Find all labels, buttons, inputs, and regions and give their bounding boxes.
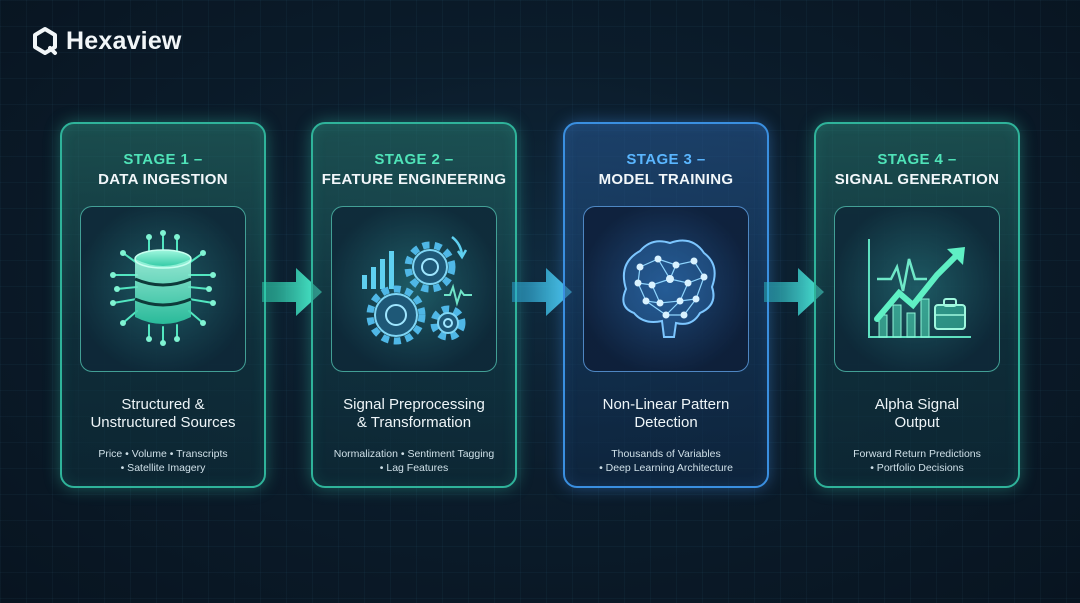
stage-label: STAGE 3 –	[626, 151, 706, 168]
stage-label: STAGE 2 –	[374, 151, 454, 168]
detail-line: Price • Volume • Transcripts	[98, 448, 228, 460]
detail-line: • Portfolio Decisions	[870, 462, 964, 474]
neural-brain-icon	[622, 239, 716, 338]
detail-line: Thousands of Variables	[611, 448, 721, 460]
stage-detail: Normalization • Sentiment Tagging • Lag …	[313, 447, 515, 475]
stage-icon-box	[80, 206, 246, 372]
stage-label: STAGE 4 –	[877, 151, 957, 168]
stage-title: FEATURE ENGINEERING	[321, 171, 507, 188]
hexagon-logo-icon	[33, 27, 57, 55]
detail-line: • Satellite Imagery	[120, 462, 206, 474]
description-line: Alpha Signal	[874, 396, 960, 413]
stage-detail: Thousands of Variables • Deep Learning A…	[565, 447, 767, 475]
stage-detail: Forward Return Predictions • Portfolio D…	[816, 447, 1018, 475]
stage-description: Non-Linear Pattern Detection	[565, 396, 767, 432]
stage-label: STAGE 1 –	[123, 151, 203, 168]
arrow-right-icon	[512, 268, 572, 316]
detail-line: • Deep Learning Architecture	[599, 462, 733, 474]
stage-card-3: STAGE 3 – MODEL TRAINING Non-Linear Patt…	[563, 122, 769, 488]
stage-card-1: STAGE 1 – DATA INGESTION	[60, 122, 266, 488]
description-line: Unstructured Sources	[90, 414, 236, 431]
detail-line: Normalization • Sentiment Tagging	[333, 448, 495, 460]
detail-line: Forward Return Predictions	[853, 448, 981, 460]
stage-description: Signal Preprocessing & Transformation	[313, 396, 515, 432]
database-icon	[110, 230, 216, 346]
brand: Hexaview	[30, 26, 182, 56]
brand-name: Hexaview	[66, 26, 182, 55]
stage-detail: Price • Volume • Transcripts • Satellite…	[62, 447, 264, 475]
stage-title: DATA INGESTION	[98, 171, 228, 188]
stage-icon-box	[583, 206, 749, 372]
stage-icon-box	[834, 206, 1000, 372]
description-line: Signal Preprocessing	[343, 396, 485, 413]
description-line: Output	[894, 414, 940, 431]
arrow-right-icon	[262, 268, 322, 316]
stage-icon-box	[331, 206, 497, 372]
description-line: & Transformation	[356, 414, 472, 431]
stage-title: MODEL TRAINING	[598, 171, 734, 188]
stage-title: SIGNAL GENERATION	[834, 171, 1000, 188]
arrow-right-icon	[764, 268, 824, 316]
growth-chart-briefcase-icon	[868, 239, 971, 338]
description-line: Detection	[634, 414, 698, 431]
description-line: Structured &	[121, 396, 205, 413]
stage-description: Structured & Unstructured Sources	[62, 396, 264, 432]
detail-line: • Lag Features	[379, 462, 449, 474]
description-line: Non-Linear Pattern	[602, 396, 730, 413]
stage-card-2: STAGE 2 – FEATURE ENGINEERING	[311, 122, 517, 488]
stage-card-4: STAGE 4 – SIGNAL GENERATION Alpha Signal…	[814, 122, 1020, 488]
stage-description: Alpha Signal Output	[816, 396, 1018, 432]
gears-icon	[362, 236, 472, 345]
